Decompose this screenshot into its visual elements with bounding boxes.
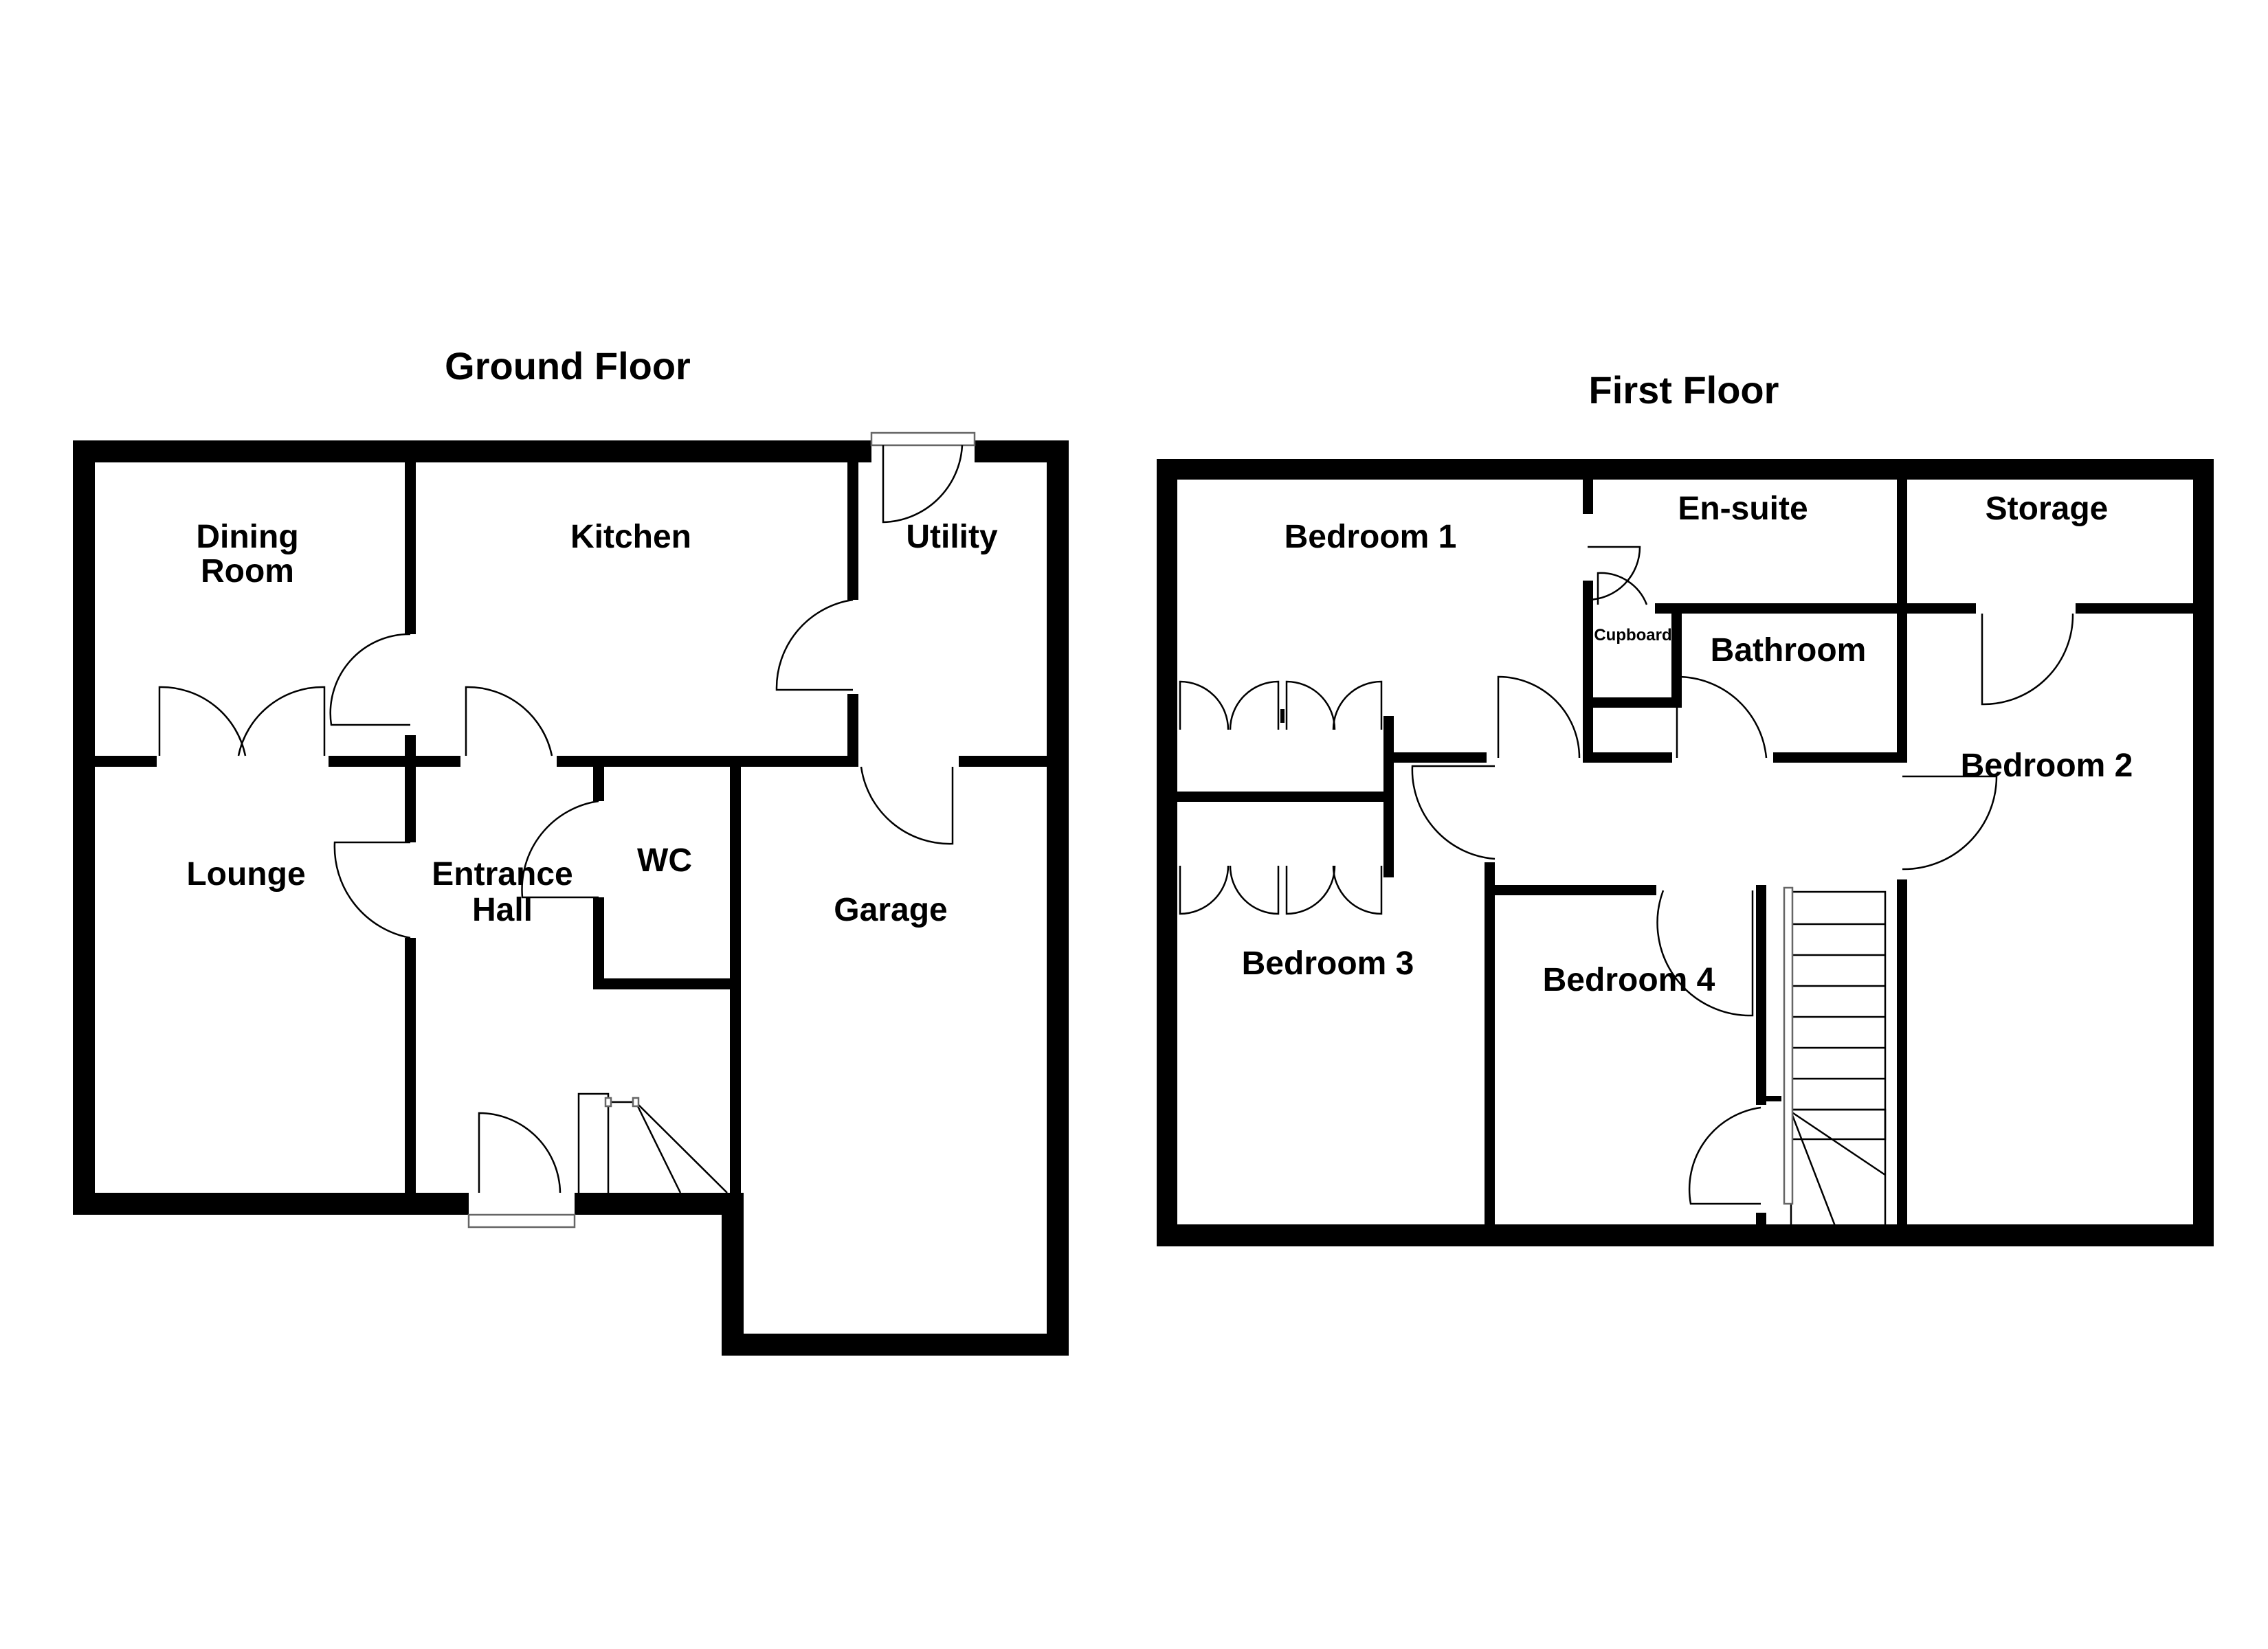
ff-wall-left	[1157, 459, 1177, 1246]
room-label-bedroom4: Bedroom 4	[1543, 962, 1715, 998]
ff-cupboard-right-wall	[1671, 614, 1682, 706]
gf-kitchen-utility-door	[775, 598, 854, 691]
ff-bathroom-door	[1676, 675, 1768, 759]
gf-mid-wall-right	[557, 756, 852, 767]
gf-dining-kitchen-wall	[405, 462, 416, 634]
gf-stairs	[577, 1092, 728, 1193]
ff-bed1-ensuite-wall-top	[1583, 480, 1593, 514]
gf-front-door	[467, 1112, 576, 1229]
ff-bed4-door	[1656, 890, 1754, 1017]
ground-floor-title: Ground Floor	[445, 344, 691, 388]
ff-wardrobe-divider	[1383, 716, 1394, 877]
ff-bed4-stair-wall	[1756, 885, 1766, 1105]
room-label-entrance: Entrance	[432, 856, 572, 893]
ff-cupboard-door	[1597, 572, 1648, 605]
room-label-utility: Utility	[906, 519, 998, 555]
ff-cupboard-bottom-wall	[1583, 697, 1682, 708]
ff-bed3-wardrobe-doors	[1179, 865, 1383, 915]
room-label-bathroom: Bathroom	[1711, 632, 1867, 669]
room-label-ensuite: En-suite	[1678, 491, 1808, 527]
gf-kitchen-utility-wall-low	[847, 694, 858, 767]
gf-lounge-hall-wall-bottom	[405, 938, 416, 1193]
gf-wc-door	[521, 800, 599, 899]
gf-garage-wall-bottom	[722, 1334, 1069, 1356]
gf-mid-wall-center	[329, 756, 460, 767]
ff-bed3-bed4-wall	[1485, 862, 1495, 1224]
room-label-dining-room: Room	[201, 553, 294, 590]
ff-bed1-cupboard-wall	[1583, 581, 1593, 763]
ff-bed2-landing-wall	[1897, 879, 1907, 1224]
ff-bed1-bed3-wall	[1177, 792, 1383, 802]
ff-airing-cupboard-door	[1688, 1106, 1761, 1205]
room-label-cupboard: Cupboard	[1594, 626, 1671, 644]
ff-storage-bottom-wall-right	[2076, 603, 2193, 614]
gf-wall-left	[73, 440, 95, 1215]
gf-garage-wall-inner	[730, 767, 741, 1193]
ff-bed1-wardrobe-doors	[1179, 680, 1383, 730]
gf-dining-kitchen-door	[329, 633, 411, 726]
gf-garage-wall-left	[722, 1193, 744, 1356]
gf-wall-right	[1047, 440, 1069, 1356]
gf-kitchen-utility-wall	[847, 462, 858, 600]
ff-staircase	[1783, 886, 1887, 1245]
ff-landing-wall-cupboard	[1583, 752, 1672, 763]
gf-utility-back-door	[870, 431, 976, 524]
room-label-wc: WC	[637, 842, 692, 879]
gf-lounge-hall-door	[333, 841, 411, 939]
gf-wc-wall-bottom	[593, 978, 731, 989]
gf-utility-garage-door	[860, 766, 954, 845]
room-label-lounge: Lounge	[186, 856, 305, 893]
ff-bed4-stair-wall-bottom	[1756, 1213, 1766, 1224]
ff-storage-bottom-wall-left	[1907, 603, 1976, 614]
gf-lounge-hall-wall-top	[405, 767, 416, 842]
ff-storage-door	[1981, 613, 2074, 706]
ff-bed2-door	[1902, 775, 1998, 871]
ff-wall-right	[2193, 459, 2214, 1246]
room-label-bedroom3: Bedroom 3	[1242, 945, 1414, 982]
gf-wall-bottom-mid	[575, 1193, 733, 1215]
gf-wall-bottom-left	[73, 1193, 469, 1215]
gf-wc-wall-left-top	[593, 767, 604, 801]
ff-bed1-landing-door	[1497, 675, 1581, 759]
gf-hall-kitchen-door	[465, 686, 553, 756]
gf-mid-wall-garage	[959, 756, 1047, 767]
room-label-bedroom1: Bedroom 1	[1285, 519, 1457, 555]
ff-bed3-door	[1411, 765, 1496, 860]
first-floor-title: First Floor	[1589, 368, 1779, 412]
ff-bed1-ensuite-door	[1587, 546, 1641, 601]
room-label-hall: Hall	[472, 892, 533, 928]
ff-wardrobe-mullion-top	[1280, 709, 1285, 723]
room-label-kitchen: Kitchen	[570, 519, 691, 555]
ff-wall-top	[1157, 459, 2214, 480]
ground-floor-plan: Ground Floor Dining Room Kitchen Utility…	[73, 344, 1069, 1356]
ff-landing-wall-bed1	[1392, 752, 1487, 763]
gf-wall-top-left	[73, 440, 871, 462]
ff-landing-wall-bathroom	[1773, 752, 1897, 763]
ff-bathroom-top-wall	[1655, 603, 1897, 614]
room-label-storage: Storage	[1986, 491, 2109, 527]
room-label-garage: Garage	[834, 892, 947, 928]
gf-wc-wall-left-bottom	[593, 897, 604, 978]
gf-dining-lounge-double-door	[158, 686, 326, 756]
ff-bed4-stair-wall-stub	[1766, 1096, 1781, 1101]
gf-mid-wall-left	[95, 756, 157, 767]
ff-bed4-top-wall	[1495, 885, 1656, 895]
ff-wall-bottom	[1157, 1224, 2214, 1246]
room-label-bedroom2: Bedroom 2	[1961, 748, 2133, 784]
room-label-dining: Dining	[196, 519, 298, 555]
ff-ensuite-storage-wall	[1897, 480, 1907, 763]
first-floor-plan: First Floor Bedroom 1 En-suite Storage C…	[1157, 368, 2214, 1246]
